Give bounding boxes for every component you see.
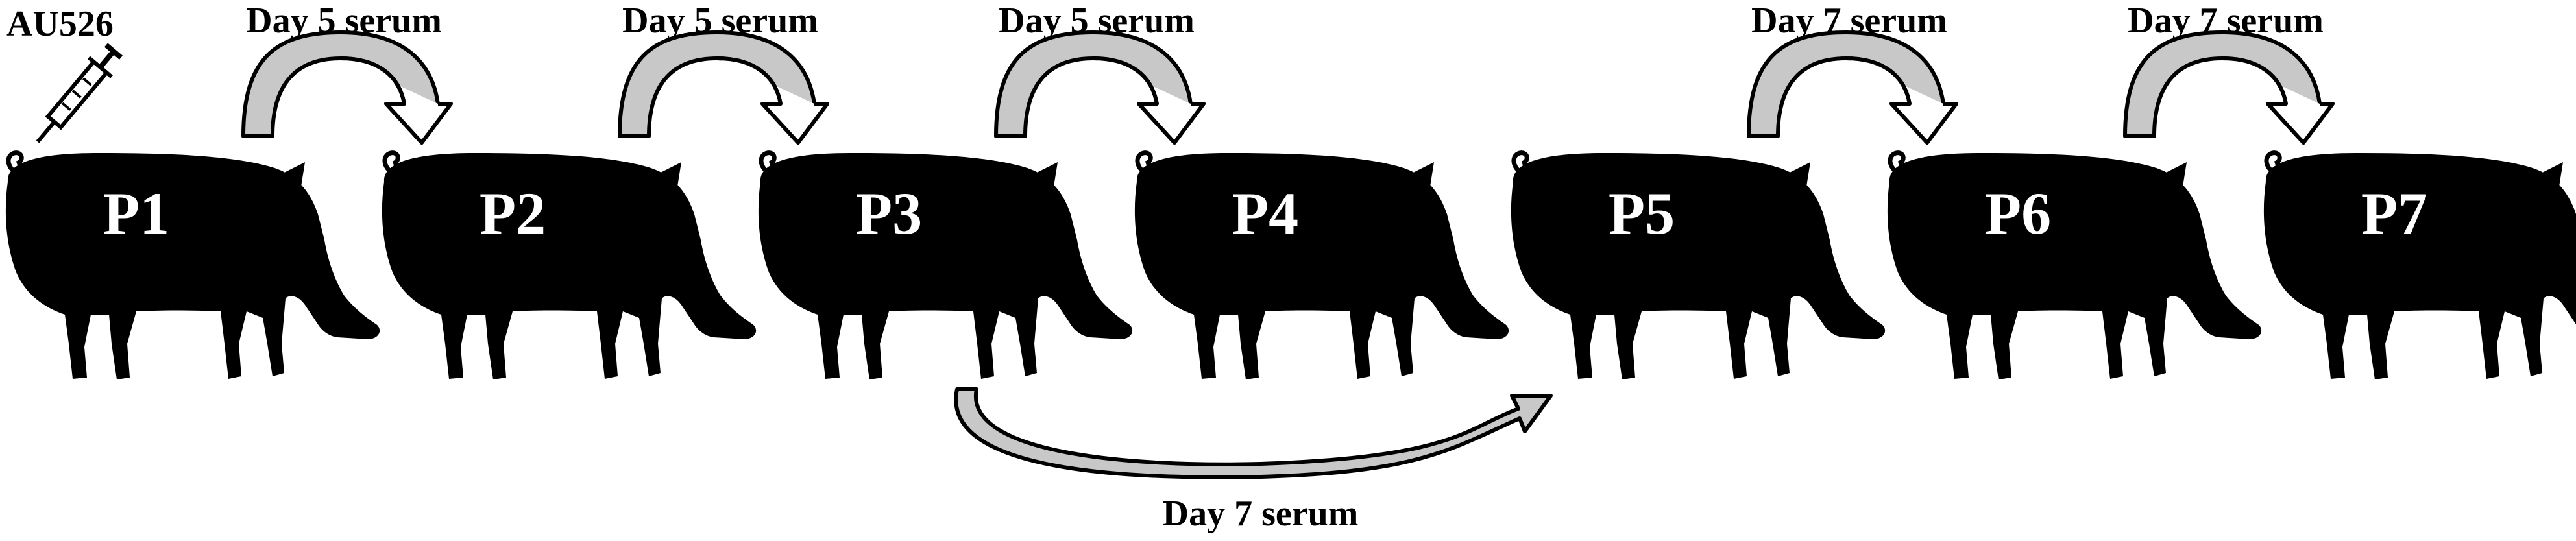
pig-label: P7 xyxy=(2361,180,2427,246)
transfer-arrow-long xyxy=(954,387,1553,479)
curved-arrow-icon xyxy=(954,387,1553,479)
pig-silhouette-icon xyxy=(1888,153,2261,379)
pig-label: P6 xyxy=(1985,180,2051,246)
transfer-arrow xyxy=(996,32,1204,143)
pig-p1: P1 xyxy=(6,153,380,379)
pig-label: P2 xyxy=(480,180,546,246)
pig-label: P1 xyxy=(103,180,169,246)
transfer-label: Day 5 serum xyxy=(246,1,442,41)
pig-label: P3 xyxy=(856,180,922,246)
curved-arrow-icon xyxy=(1749,32,1956,143)
pig-p6: P6 xyxy=(1888,153,2261,379)
curved-arrow-icon xyxy=(620,32,827,143)
curved-arrow-icon xyxy=(2125,32,2333,143)
pig-silhouette-icon xyxy=(1135,153,1509,379)
transfer-label: Day 5 serum xyxy=(999,1,1195,41)
virus-label: AU526 xyxy=(6,4,114,44)
transfer-arrow xyxy=(2125,32,2333,143)
pig-silhouette-icon xyxy=(759,153,1132,379)
transfer-arrow xyxy=(243,32,451,143)
transfer-label: Day 7 serum xyxy=(2128,1,2324,41)
pig-silhouette-icon xyxy=(382,153,756,379)
pig-silhouette-icon xyxy=(6,153,380,379)
pig-p3: P3 xyxy=(759,153,1132,379)
transfer-label: Day 5 serum xyxy=(622,1,818,41)
syringe-icon xyxy=(36,43,123,143)
pig-silhouette-icon xyxy=(1511,153,1885,379)
transfer-arrow xyxy=(1749,32,1956,143)
pig-label: P4 xyxy=(1232,180,1298,246)
pig-p5: P5 xyxy=(1511,153,1885,379)
pig-p7: P7 xyxy=(2264,153,2576,379)
transfer-label: Day 7 serum xyxy=(1751,1,1947,41)
transfer-arrow xyxy=(620,32,827,143)
curved-arrow-icon xyxy=(243,32,451,143)
pig-p4: P4 xyxy=(1135,153,1509,379)
pig-label: P5 xyxy=(1609,180,1675,246)
curved-arrow-icon xyxy=(996,32,1204,143)
transfer-label: Day 7 serum xyxy=(1163,494,1359,534)
pig-p2: P2 xyxy=(382,153,756,379)
